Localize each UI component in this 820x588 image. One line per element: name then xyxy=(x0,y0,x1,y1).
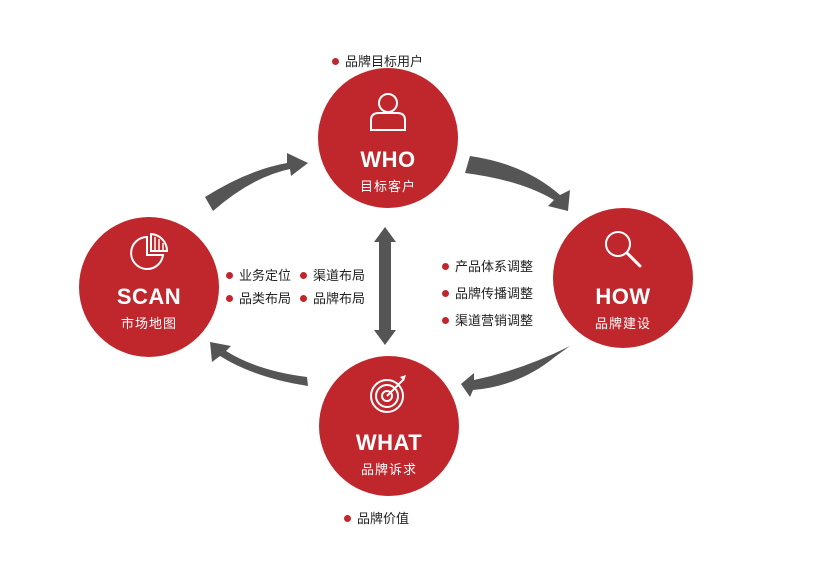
what-circle: WHAT 品牌诉求 xyxy=(319,356,459,496)
arrow-scan-to-who xyxy=(205,153,308,211)
who-title: WHO xyxy=(360,147,416,172)
what-note: 品牌价值 xyxy=(344,508,409,527)
arrow-how-to-what xyxy=(461,346,570,397)
how-item: 渠道营销调整 xyxy=(442,310,533,329)
who-circle: WHO 目标客户 xyxy=(318,68,458,208)
scan-subtitle: 市场地图 xyxy=(120,317,177,332)
scan-item-text: 业务定位 xyxy=(239,269,292,284)
scan-item: 业务定位 xyxy=(226,265,291,284)
how-item-text: 产品体系调整 xyxy=(455,260,534,275)
scan-item-text: 渠道布局 xyxy=(313,269,366,284)
how-item: 产品体系调整 xyxy=(442,256,533,275)
scan-item: 渠道布局 xyxy=(300,265,365,284)
scan-item: 品类布局 xyxy=(226,288,291,307)
what-note-text: 品牌价值 xyxy=(357,512,410,527)
who-note-text: 品牌目标用户 xyxy=(345,55,424,70)
user-icon xyxy=(368,90,408,136)
scan-item: 品牌布局 xyxy=(300,288,365,307)
who-subtitle: 目标客户 xyxy=(359,180,416,195)
how-item-text: 渠道营销调整 xyxy=(455,314,534,329)
target-icon xyxy=(367,372,411,420)
arrow-who-to-how xyxy=(465,156,570,211)
pie-chart-icon xyxy=(129,232,169,277)
how-circle: HOW 品牌建设 xyxy=(553,208,693,348)
how-item-text: 品牌传播调整 xyxy=(455,287,534,302)
who-note: 品牌目标用户 xyxy=(332,51,423,70)
how-item: 品牌传播调整 xyxy=(442,283,533,302)
magnifier-icon xyxy=(602,228,644,274)
how-subtitle: 品牌建设 xyxy=(594,317,651,332)
arrow-vertical-double xyxy=(374,227,396,345)
scan-item-text: 品类布局 xyxy=(239,292,292,307)
scan-circle: SCAN 市场地图 xyxy=(79,217,219,357)
arrow-what-to-scan xyxy=(210,342,308,386)
scan-title: SCAN xyxy=(116,284,182,309)
how-title: HOW xyxy=(595,284,651,309)
what-title: WHAT xyxy=(355,430,423,455)
what-subtitle: 品牌诉求 xyxy=(360,463,417,478)
scan-item-text: 品牌布局 xyxy=(313,292,366,307)
